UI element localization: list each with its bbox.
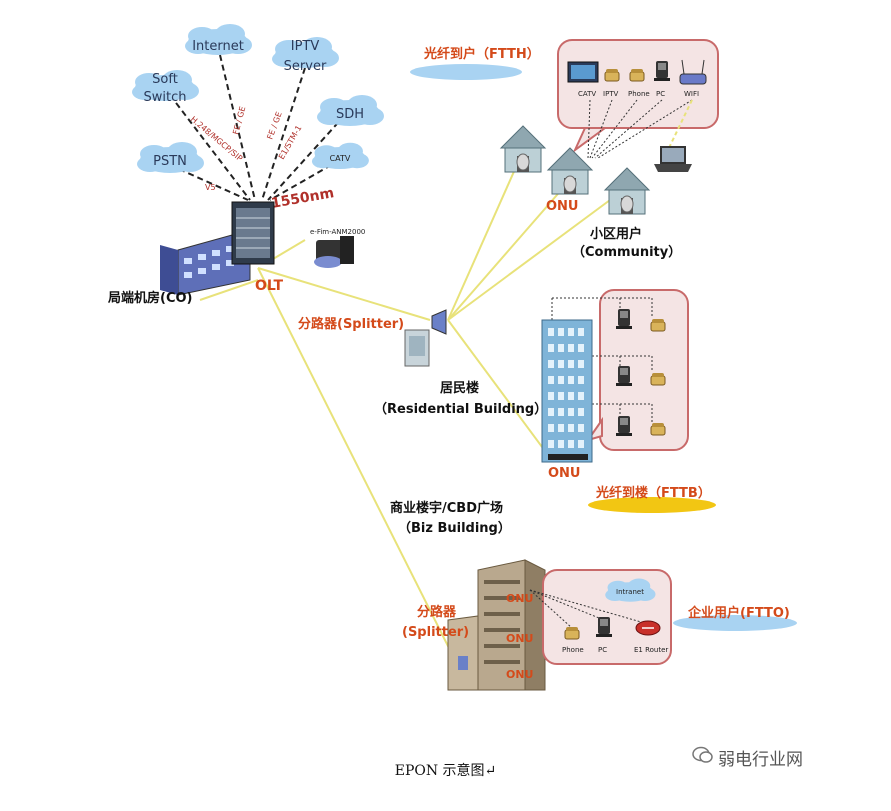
fttb-onu-label: ONU: [548, 466, 581, 481]
olt-rack: [231, 201, 275, 265]
link-label-v5: V5: [205, 183, 216, 192]
fttb-bubble: [585, 289, 689, 451]
biz-device-phone: Phone: [562, 646, 584, 654]
biz-title-1: 商业楼宇/CBD广场: [390, 500, 503, 516]
cloud-soft-label-2: Switch: [144, 90, 187, 105]
fttb-title: 光纤到楼（FTTB）: [595, 485, 711, 501]
ftth-device-catv: CATV: [578, 90, 596, 98]
biz-onu-3: ONU: [506, 668, 534, 681]
fttb-phone-3: [650, 422, 666, 436]
watermark: 弱电行业网: [718, 750, 803, 770]
biz-onu-1: ONU: [506, 592, 534, 605]
splitter-1: [431, 309, 447, 335]
ftth-device-phone: Phone: [628, 90, 650, 98]
biz-splitter-label-1: 分路器: [417, 604, 457, 620]
cloud-catv-label: CATV: [330, 154, 351, 163]
community-label-1: 小区用户: [590, 226, 642, 242]
olt-label: OLT: [255, 278, 284, 294]
residential-label-1: 居民楼: [440, 380, 479, 396]
intranet-label: Intranet: [616, 588, 644, 596]
residential-cabinet: [404, 329, 430, 367]
community-label-2: （Community）: [572, 244, 681, 260]
fttb-phone-1: [650, 318, 666, 332]
wifi-router-icon: [679, 59, 707, 85]
link-label-e1: E1/STM-1: [277, 124, 304, 161]
link-label-fe-ge-2: FE / GE: [265, 111, 283, 141]
olt-device-label: e-Fim-ANM2000: [310, 228, 365, 236]
fttb-building: [541, 319, 593, 463]
ftth-device-wifi: WIFI: [684, 90, 699, 98]
fttb-pc-1: [616, 309, 632, 329]
pc-icon: [654, 61, 670, 81]
ftth-device-links: [587, 99, 693, 159]
biz-onu-2: ONU: [506, 632, 534, 645]
biz-splitter-label-2: (Splitter): [402, 625, 469, 640]
residential-label-2: （Residential Building）: [374, 401, 547, 417]
biz-phone-icon: [564, 626, 580, 640]
link-label-fe-ge-1: FE / GE: [231, 105, 247, 135]
wifi-link: [667, 99, 693, 151]
biz-building: [447, 559, 546, 691]
ftto-title-bar: [673, 615, 797, 631]
cloud-pstn-label: PSTN: [153, 154, 187, 169]
cloud-sdh-label: SDH: [336, 107, 364, 122]
cloud-internet-label: Internet: [192, 39, 244, 54]
fttb-title-bar: [588, 497, 716, 513]
house-1: [500, 125, 546, 173]
tv-icon: [567, 61, 599, 83]
biz-pc-icon: [596, 617, 612, 637]
laptop-icon: [654, 146, 692, 172]
cloud-soft-label-1: Soft: [152, 72, 178, 87]
fttb-pc-2: [616, 366, 632, 386]
fttb-pc-3: [616, 416, 632, 436]
biz-device-pc: PC: [598, 646, 607, 654]
fttb-phone-2: [650, 372, 666, 386]
biz-title-2: （Biz Building）: [398, 520, 511, 536]
cloud-iptv-label-2: Server: [284, 59, 327, 74]
iptv-phone-icon: [604, 68, 620, 82]
ftto-title: 企业用户(FTTO): [687, 605, 790, 621]
biz-device-links: [529, 589, 649, 629]
ftth-device-pc: PC: [656, 90, 665, 98]
ftth-onu-label: ONU: [546, 199, 579, 214]
ftth-title-bar: [410, 64, 522, 80]
figure-caption: EPON 示意图↵: [394, 763, 497, 779]
central-office-label: 局端机房(CO): [108, 290, 192, 306]
wechat-icon: [692, 746, 713, 763]
router-icon: [635, 620, 661, 636]
ftth-title: 光纤到户（FTTH）: [423, 46, 540, 62]
management-workstation: [314, 236, 354, 268]
house-2: [547, 147, 593, 195]
splitter-1-label: 分路器(Splitter): [298, 316, 404, 332]
link-label-1550nm: 1550nm: [270, 185, 335, 212]
house-3: [604, 167, 650, 215]
ftth-device-iptv: IPTV: [603, 90, 619, 98]
cloud-iptv-label-1: IPTV: [291, 39, 320, 54]
biz-device-router: E1 Router: [634, 646, 668, 654]
phone-icon: [629, 68, 645, 82]
